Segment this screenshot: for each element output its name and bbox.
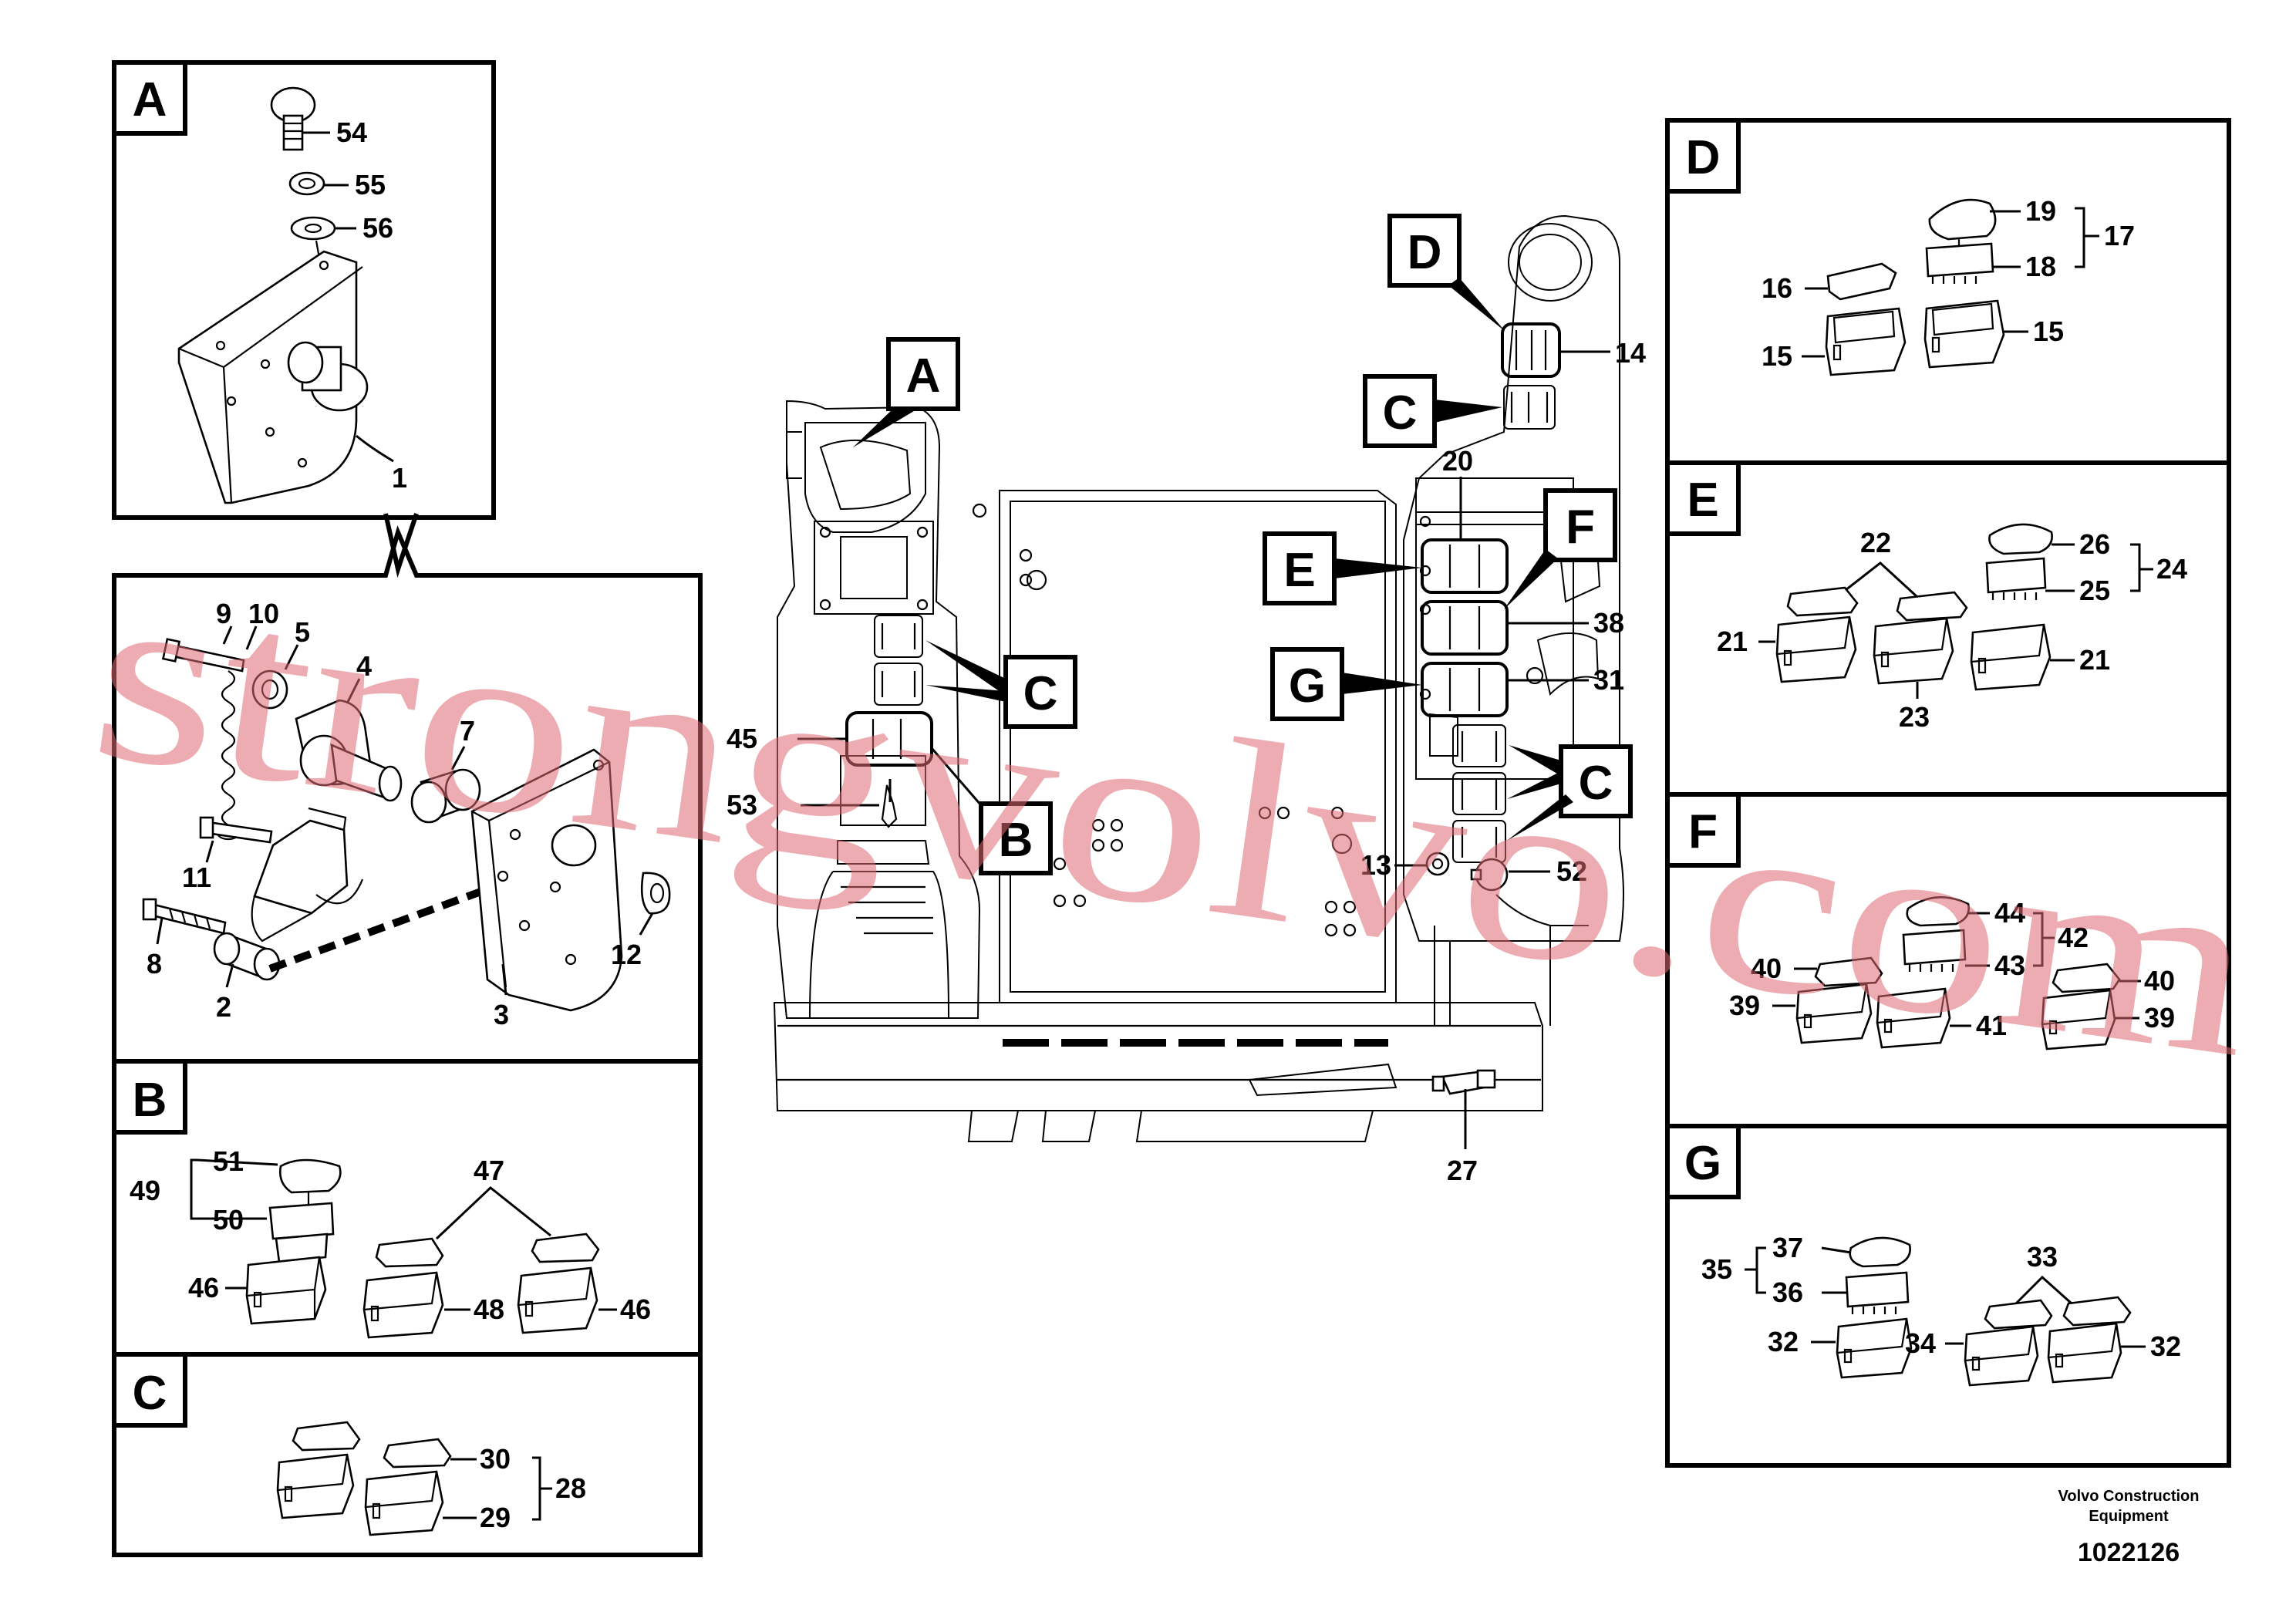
label-14: 14	[1615, 337, 1646, 369]
label-55: 55	[355, 169, 386, 201]
label-29: 29	[480, 1502, 511, 1533]
label-37: 37	[1772, 1232, 1803, 1263]
label-19: 19	[2025, 195, 2056, 227]
label-2: 2	[216, 991, 231, 1023]
label-13: 13	[1360, 849, 1391, 881]
label-21-right: 21	[2079, 644, 2110, 676]
label-33: 33	[2027, 1241, 2058, 1273]
document-number: 1022126	[2078, 1538, 2180, 1567]
label-24: 24	[2156, 553, 2187, 585]
label-9: 9	[216, 598, 231, 629]
tag-d: D	[1408, 226, 1442, 279]
label-45: 45	[727, 723, 757, 754]
label-12: 12	[611, 939, 642, 970]
label-3: 3	[494, 999, 509, 1030]
label-15-left: 15	[1762, 340, 1792, 372]
label-54: 54	[336, 116, 367, 148]
label-25: 25	[2079, 575, 2110, 606]
label-48: 48	[474, 1293, 504, 1325]
caption-line1: Volvo Construction	[2058, 1488, 2200, 1505]
tag-c-top: C	[1383, 386, 1418, 440]
label-11: 11	[182, 862, 211, 893]
detail-d: D 19 17 18 16 15 15	[1665, 118, 2231, 465]
tag-e: E	[1283, 544, 1315, 597]
label-39-right: 39	[2144, 1002, 2175, 1034]
label-5: 5	[295, 616, 310, 648]
label-27: 27	[1447, 1155, 1478, 1186]
label-34: 34	[1905, 1327, 1936, 1359]
label-50: 50	[213, 1204, 244, 1236]
label-10: 10	[248, 598, 279, 629]
label-7: 7	[460, 715, 475, 747]
detail-e-letter: E	[1687, 474, 1718, 527]
detail-c: C 30 28 29	[112, 1352, 703, 1557]
detail-e: E 22 26 24 25 21 23 21	[1665, 460, 2231, 797]
label-20: 20	[1442, 445, 1473, 477]
detail-d-letter: D	[1686, 131, 1721, 184]
label-4: 4	[356, 650, 372, 682]
detail-b-letter: B	[133, 1074, 167, 1127]
tag-f: F	[1566, 501, 1595, 554]
tag-g: G	[1289, 659, 1326, 713]
label-40-left: 40	[1751, 953, 1782, 984]
label-32-right: 32	[2150, 1330, 2181, 1362]
main-console	[773, 214, 1624, 1142]
label-23: 23	[1899, 701, 1930, 733]
caption: Volvo Construction Equipment 1022126	[2058, 1488, 2200, 1567]
label-53: 53	[727, 789, 757, 821]
detail-g-letter: G	[1684, 1137, 1721, 1190]
screw-part	[270, 86, 316, 151]
label-51: 51	[213, 1145, 244, 1177]
label-16: 16	[1762, 272, 1792, 304]
tag-c-left: C	[1023, 667, 1058, 720]
tag-b: B	[999, 814, 1033, 867]
label-47: 47	[474, 1155, 504, 1186]
label-52: 52	[1556, 855, 1587, 887]
label-46-right: 46	[620, 1293, 651, 1325]
label-18: 18	[2025, 251, 2056, 282]
label-38: 38	[1593, 607, 1624, 639]
detail-a-assembly: 9 10 5 4 7 11 8	[112, 525, 703, 1064]
label-44: 44	[1994, 897, 2025, 929]
detail-b: B 51 49 50 46 47 48 4	[112, 1059, 703, 1357]
detail-f: F 44 42 43 40 40 39 41 39	[1665, 792, 2231, 1128]
label-30: 30	[480, 1443, 511, 1475]
label-36: 36	[1772, 1276, 1803, 1308]
label-21-left: 21	[1717, 626, 1748, 657]
label-49: 49	[130, 1175, 160, 1206]
label-22: 22	[1860, 527, 1891, 558]
label-41: 41	[1976, 1010, 2007, 1041]
label-46-left: 46	[188, 1272, 219, 1303]
detail-c-letter: C	[133, 1367, 167, 1420]
detail-g: G 37 35 36 32 33 34 32	[1665, 1124, 2231, 1468]
label-56: 56	[362, 212, 393, 244]
detail-a-letter: A	[133, 73, 167, 126]
label-40-right: 40	[2144, 965, 2175, 996]
label-31: 31	[1593, 664, 1624, 696]
label-42: 42	[2058, 922, 2089, 953]
label-35: 35	[1701, 1253, 1732, 1285]
label-43: 43	[1994, 949, 2025, 981]
label-17: 17	[2104, 220, 2135, 251]
label-1: 1	[392, 462, 407, 494]
tag-a: A	[906, 349, 941, 403]
label-15-right: 15	[2033, 315, 2064, 347]
label-39-left: 39	[1729, 990, 1760, 1021]
main-callouts: A C B 45 53 D 14 C 20 E F	[727, 214, 1646, 1186]
label-32-left: 32	[1768, 1326, 1799, 1357]
label-26: 26	[2079, 528, 2110, 560]
tag-c-bottom: C	[1579, 757, 1613, 810]
caption-line2: Equipment	[2089, 1508, 2169, 1525]
label-28: 28	[555, 1472, 586, 1504]
detail-a: A 54 55 56 1	[112, 60, 496, 520]
detail-f-letter: F	[1688, 805, 1718, 858]
label-8: 8	[147, 948, 162, 980]
